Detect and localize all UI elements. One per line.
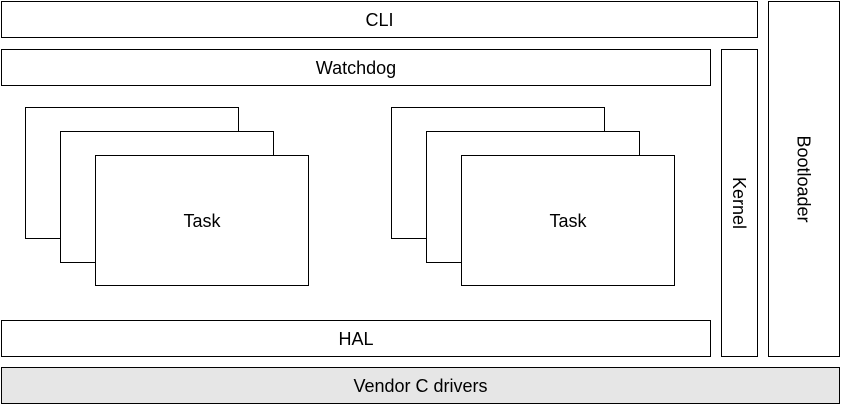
task-card-front: Task: [461, 155, 675, 286]
vendor-drivers-layer: Vendor C drivers: [1, 367, 840, 404]
task-label: Task: [183, 210, 221, 231]
bootloader-label: Bootloader: [794, 135, 815, 223]
task-label: Task: [549, 210, 587, 231]
kernel-label: Kernel: [729, 176, 750, 230]
watchdog-label: Watchdog: [315, 57, 397, 78]
hal-layer: HAL: [1, 320, 711, 357]
vendor-drivers-label: Vendor C drivers: [353, 375, 488, 396]
cli-layer: CLI: [1, 1, 758, 38]
task-card-front: Task: [95, 155, 309, 286]
bootloader-layer: Bootloader: [768, 1, 840, 357]
hal-label: HAL: [338, 328, 374, 349]
cli-label: CLI: [365, 9, 394, 30]
watchdog-layer: Watchdog: [1, 49, 711, 86]
kernel-layer: Kernel: [721, 49, 758, 357]
